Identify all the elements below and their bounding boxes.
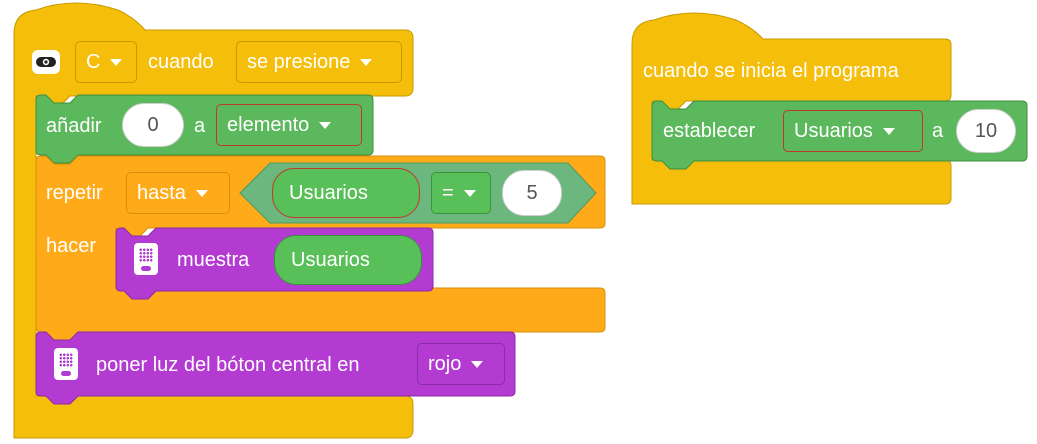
chevron-down-icon xyxy=(471,360,484,368)
operator-dropdown[interactable]: = xyxy=(431,172,491,214)
operator-value: = xyxy=(442,181,454,204)
add-value-input[interactable]: 0 xyxy=(122,103,184,147)
show-label: muestra xyxy=(177,249,250,271)
set-to-label: a xyxy=(932,120,944,142)
light-label: poner luz del bóton central en xyxy=(96,354,360,376)
hub-display-icon xyxy=(54,348,78,380)
chevron-down-icon xyxy=(882,127,895,135)
chevron-down-icon xyxy=(319,121,332,129)
condition-value-input[interactable]: 5 xyxy=(502,170,562,216)
event-value: se presione xyxy=(247,50,351,73)
chevron-down-icon xyxy=(360,58,373,66)
show-variable-reporter[interactable]: Usuarios xyxy=(274,235,422,285)
list-value: elemento xyxy=(227,113,310,136)
do-label: hacer xyxy=(46,235,97,257)
condition-variable-reporter[interactable]: Usuarios xyxy=(272,168,420,218)
set-variable-value: Usuarios xyxy=(794,119,873,142)
hub-button-value: C xyxy=(86,50,101,73)
chevron-down-icon xyxy=(195,189,208,197)
repeat-mode-dropdown[interactable]: hasta xyxy=(126,172,230,214)
light-color-dropdown[interactable]: rojo xyxy=(417,343,505,385)
show-variable-value: Usuarios xyxy=(291,248,370,271)
set-variable-dropdown[interactable]: Usuarios xyxy=(783,110,923,152)
add-label: añadir xyxy=(46,115,102,137)
when-label: cuando xyxy=(148,51,214,73)
add-to-label: a xyxy=(194,115,206,137)
set-label: establecer xyxy=(663,120,756,142)
repeat-label: repetir xyxy=(46,182,103,204)
condition-variable-value: Usuarios xyxy=(289,181,368,204)
hub-button-dropdown[interactable]: C xyxy=(75,41,137,83)
light-color-value: rojo xyxy=(428,352,462,375)
chevron-down-icon xyxy=(110,58,123,66)
program-start-hat-block[interactable] xyxy=(631,12,952,205)
hub-display-icon xyxy=(134,243,158,275)
event-dropdown[interactable]: se presione xyxy=(236,41,402,83)
chevron-down-icon xyxy=(463,189,476,197)
list-dropdown[interactable]: elemento xyxy=(216,104,362,146)
center-light-block[interactable] xyxy=(35,331,516,405)
program-start-label: cuando se inicia el programa xyxy=(643,60,899,82)
repeat-mode-value: hasta xyxy=(137,181,186,204)
center-button-icon xyxy=(32,50,60,74)
set-value-input[interactable]: 10 xyxy=(956,109,1016,153)
